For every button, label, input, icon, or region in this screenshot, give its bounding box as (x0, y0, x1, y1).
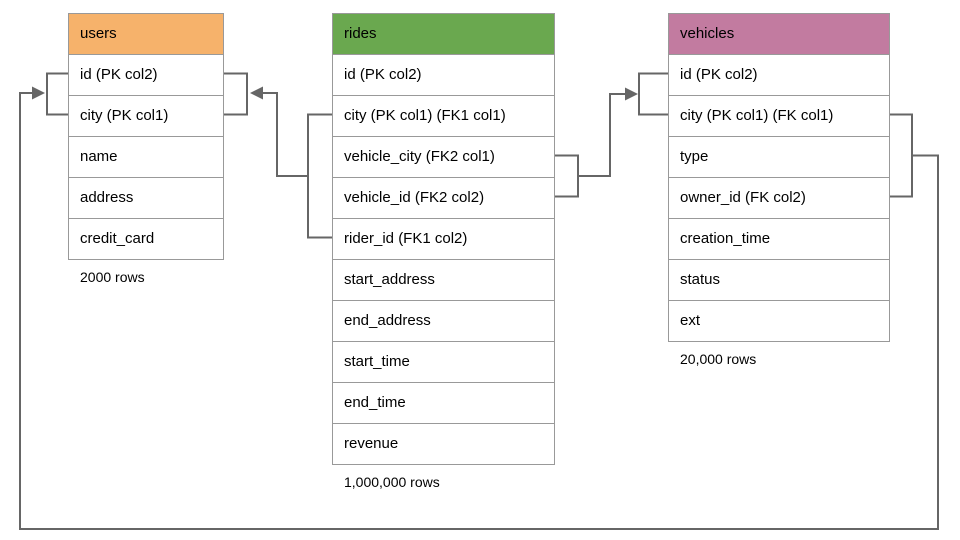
table-row: revenue (333, 423, 554, 464)
users-table-header: users (69, 14, 223, 54)
table-row: vehicle_city (FK2 col1) (333, 136, 554, 177)
users-row-count: 2000 rows (80, 269, 145, 285)
rides-fk1-bracket (307, 113, 332, 239)
rides-to-users-line (262, 92, 308, 177)
table-row: credit_card (69, 218, 223, 259)
rides-table-header: rides (333, 14, 554, 54)
rides-table: rides id (PK col2) city (PK col1) (FK1 c… (332, 13, 555, 490)
vehicles-to-users-line (19, 92, 939, 530)
table-row: start_time (333, 341, 554, 382)
vehicles-to-users-arrowhead-icon (32, 86, 45, 100)
table-row: id (PK col2) (333, 54, 554, 95)
users-table: users id (PK col2) city (PK col1) name a… (68, 13, 224, 285)
table-row: name (69, 136, 223, 177)
vehicles-pk-left-bracket (638, 72, 668, 116)
table-row: rider_id (FK1 col2) (333, 218, 554, 259)
vehicles-table-header: vehicles (669, 14, 889, 54)
table-row: end_time (333, 382, 554, 423)
table-row: city (PK col1) (FK col1) (669, 95, 889, 136)
table-row: city (PK col1) (FK1 col1) (333, 95, 554, 136)
rides-to-vehicles-arrowhead-icon (625, 87, 638, 101)
rides-to-vehicles-line (578, 93, 626, 177)
table-row: ext (669, 300, 889, 341)
table-row: city (PK col1) (69, 95, 223, 136)
table-row: type (669, 136, 889, 177)
table-row: status (669, 259, 889, 300)
table-row: creation_time (669, 218, 889, 259)
table-row: start_address (333, 259, 554, 300)
vehicles-table: vehicles id (PK col2) city (PK col1) (FK… (668, 13, 890, 367)
rides-to-users-arrowhead-icon (250, 86, 263, 100)
table-row: id (PK col2) (669, 54, 889, 95)
vehicles-row-count: 20,000 rows (680, 351, 757, 367)
users-pk-left-bracket (46, 72, 68, 116)
table-row: end_address (333, 300, 554, 341)
table-row: id (PK col2) (69, 54, 223, 95)
table-row: owner_id (FK col2) (669, 177, 889, 218)
table-row: address (69, 177, 223, 218)
vehicles-fk-bracket (888, 113, 913, 198)
table-row: vehicle_id (FK2 col2) (333, 177, 554, 218)
users-pk-right-bracket (222, 72, 248, 116)
rides-row-count: 1,000,000 rows (344, 474, 440, 490)
rides-fk2-bracket (553, 154, 579, 198)
